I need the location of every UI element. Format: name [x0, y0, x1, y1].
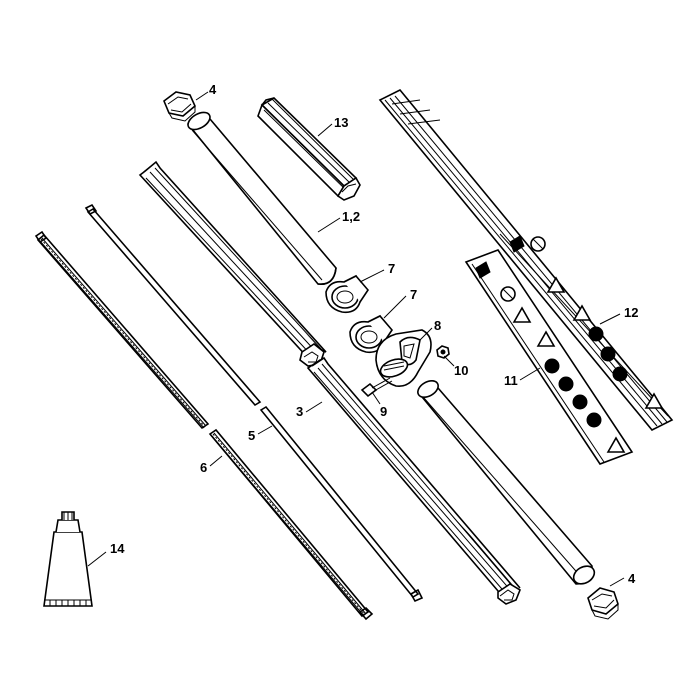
callout-3: 3 [296, 404, 303, 419]
leader-12 [599, 313, 621, 325]
part-14-grease-tube [43, 511, 93, 607]
part-11-label-strip [464, 249, 634, 465]
part-5-rod-lower [259, 405, 424, 603]
part-6-flex-shaft-upper [34, 230, 210, 430]
part-10-nut [436, 345, 450, 359]
callout-14: 14 [110, 541, 125, 556]
leader-9 [371, 391, 381, 405]
callout-labels: 4 13 1,2 7 7 8 10 9 3 5 6 14 4 12 11 [110, 82, 638, 586]
leader-11 [519, 367, 541, 381]
part-7-clamp-lower [349, 314, 394, 354]
callout-6: 6 [200, 460, 207, 475]
part-3-profile-lower [306, 356, 521, 605]
part-1-2-upper-tube [187, 111, 337, 285]
leader-lines [87, 91, 625, 587]
leader-10 [443, 355, 455, 367]
callout-7-upper: 7 [388, 261, 395, 276]
callout-4-bottom: 4 [628, 571, 636, 586]
part-13-fluted-sleeve [257, 97, 361, 201]
part-main-drive-tube-lower [417, 380, 596, 585]
leader-4-top [195, 91, 209, 101]
leader-13 [317, 123, 333, 137]
part-4-end-cap-bottom [587, 587, 619, 620]
callout-7-lower: 7 [410, 287, 417, 302]
callout-9: 9 [380, 404, 387, 419]
part-8-coupling [375, 329, 432, 388]
callout-8: 8 [434, 318, 441, 333]
part-5-rod-upper [84, 203, 262, 407]
part-6-flex-shaft-lower [208, 428, 374, 621]
part-4-end-cap-top [163, 91, 196, 122]
callout-4-top: 4 [209, 82, 217, 97]
part-9-screw [360, 377, 393, 398]
leader-7-upper [359, 269, 385, 283]
callout-1-2: 1,2 [342, 209, 360, 224]
leader-1-2 [317, 217, 341, 233]
callout-12: 12 [624, 305, 638, 320]
leader-4-bottom [609, 577, 625, 587]
leader-5 [257, 425, 273, 435]
label-11-pictograms [475, 261, 626, 453]
callout-13: 13 [334, 115, 348, 130]
part-12-label-strip [378, 88, 674, 432]
leader-8 [419, 327, 433, 341]
leader-3 [305, 401, 323, 413]
callout-10: 10 [454, 363, 468, 378]
label-12-pictograms [509, 235, 664, 409]
leader-14 [87, 551, 107, 567]
leader-7-lower [383, 295, 407, 319]
part-3-profile-upper [138, 160, 327, 367]
leader-6 [209, 455, 223, 467]
callout-5: 5 [248, 428, 255, 443]
callout-11: 11 [504, 373, 518, 388]
part-7-clamp-upper [325, 274, 370, 314]
